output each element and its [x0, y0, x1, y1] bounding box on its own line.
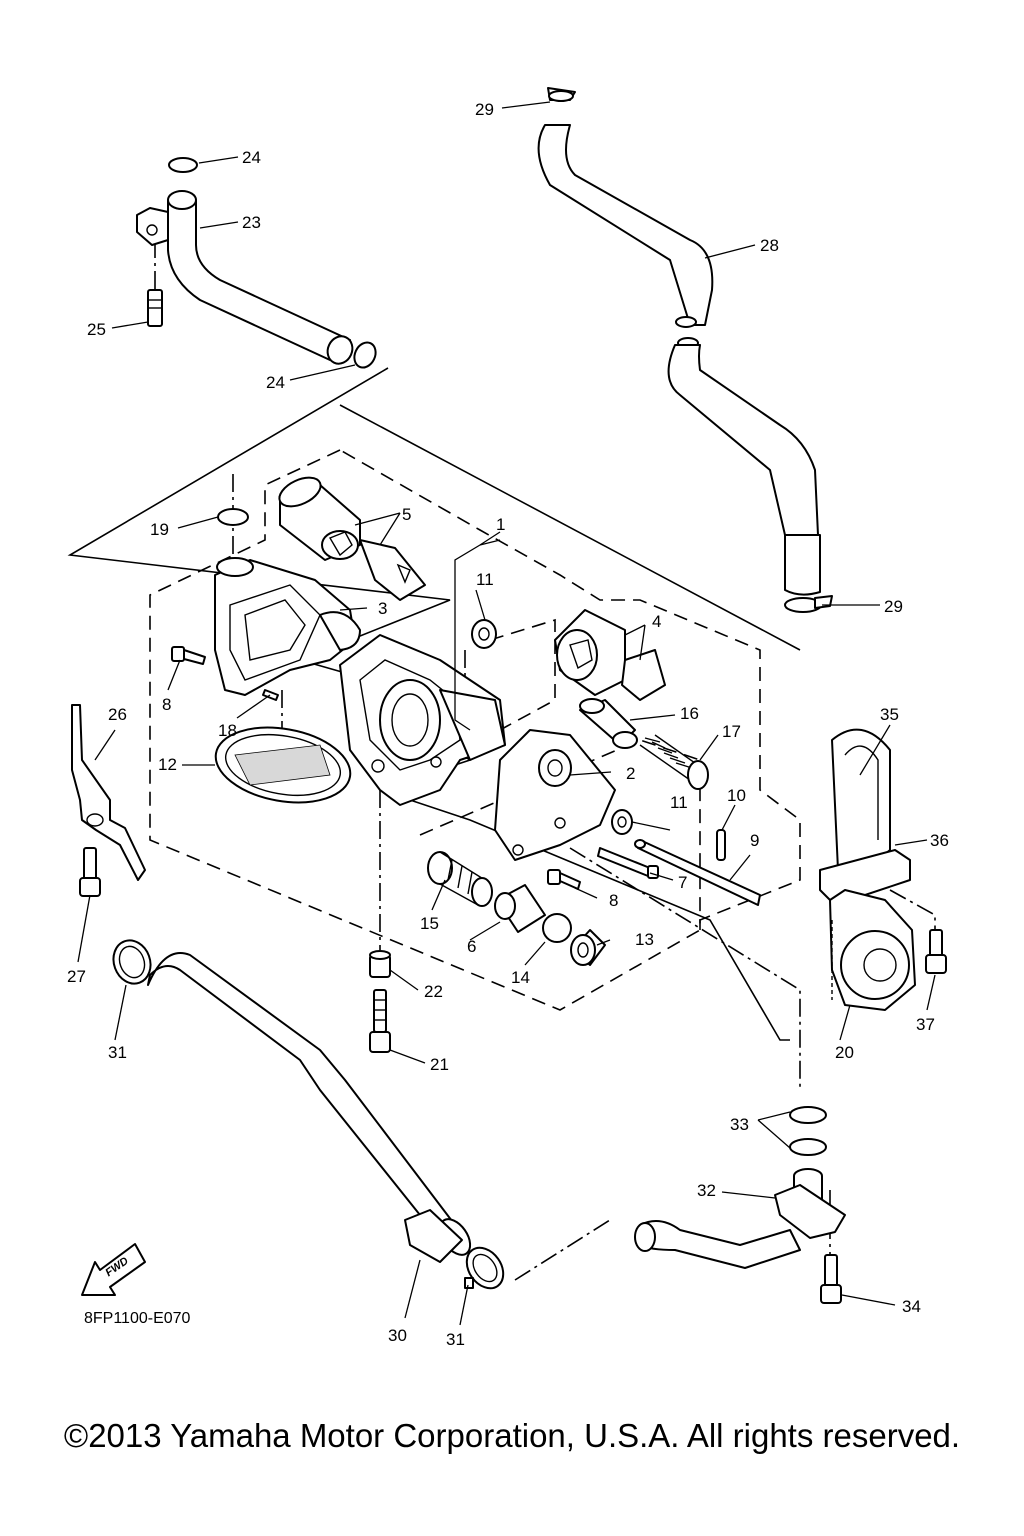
callout-8-left: 8 [162, 695, 171, 714]
callout-3: 3 [378, 599, 387, 618]
callout-15: 15 [420, 914, 439, 933]
oil-pump-exploded-diagram: FWD [67, 87, 949, 1349]
o-ring-33-bottom [789, 1138, 827, 1156]
pump-body [339, 634, 506, 806]
pipe-32 [634, 1168, 846, 1269]
sleeve-6 [494, 884, 546, 933]
callout-28: 28 [760, 236, 779, 255]
callout-4: 4 [652, 612, 661, 631]
callout-22: 22 [424, 982, 443, 1001]
spring-15 [427, 851, 493, 907]
dowel-18 [262, 689, 279, 701]
callout-34: 34 [902, 1297, 921, 1316]
callout-37: 37 [916, 1015, 935, 1034]
callout-14: 14 [511, 968, 530, 987]
pump-assembly-dashed-boundary [149, 449, 801, 1011]
callout-31-left: 31 [108, 1043, 127, 1062]
callout-29-bottom: 29 [884, 597, 903, 616]
callout-8-right: 8 [609, 891, 618, 910]
bolt-37 [925, 929, 947, 974]
nut-11-top [471, 619, 497, 649]
callout-36: 36 [930, 831, 949, 850]
bolt-8-right [547, 869, 581, 890]
callout-20: 20 [835, 1043, 854, 1062]
bolt-27 [79, 847, 101, 897]
callout-24-bottom: 24 [266, 373, 285, 392]
diagram-code: 8FP1100-E070 [84, 1310, 191, 1327]
spring-17 [639, 734, 709, 790]
callout-30: 30 [388, 1326, 407, 1345]
pipe-26 [71, 704, 146, 881]
callout-23: 23 [242, 213, 261, 232]
sprocket-20 [829, 889, 916, 1011]
hose-30 [147, 952, 472, 1263]
callout-33: 33 [730, 1115, 749, 1134]
clamp-31-bottom [464, 1246, 505, 1290]
callout-19: 19 [150, 520, 169, 539]
rotor-4 [554, 609, 666, 701]
copyright-notice: ©2013 Yamaha Motor Corporation, U.S.A. A… [63, 1417, 961, 1454]
callout-35: 35 [880, 705, 899, 724]
callouts: 1 2 3 4 5 6 7 8 8 9 10 11 11 12 13 14 15… [67, 100, 949, 1349]
callout-11-mid: 11 [670, 793, 688, 812]
callout-5: 5 [402, 505, 411, 524]
pump-cover-2 [494, 729, 616, 861]
nut-11-mid [611, 809, 633, 835]
callout-25: 25 [87, 320, 106, 339]
callout-10: 10 [727, 786, 746, 805]
outlet-pipe-23 [136, 157, 377, 369]
o-ring-24-top [168, 157, 198, 173]
callout-12: 12 [158, 755, 177, 774]
callout-16: 16 [680, 704, 699, 723]
callout-18: 18 [218, 721, 237, 740]
ball-14 [542, 913, 572, 943]
hose-28 [537, 87, 833, 613]
o-ring-33-top [789, 1106, 827, 1124]
chain-guide-36 [819, 728, 911, 906]
plug-13 [570, 929, 606, 966]
pump-cover-3 [214, 557, 361, 696]
callout-7: 7 [678, 873, 687, 892]
relief-valve-16 [579, 698, 638, 749]
callout-17: 17 [722, 722, 741, 741]
bolt-34 [820, 1254, 842, 1304]
strainer-12 [214, 726, 352, 804]
callout-11-top: 11 [476, 570, 494, 589]
clamp-31-left [112, 939, 152, 985]
callout-31-bottom: 31 [446, 1330, 465, 1349]
callout-6: 6 [467, 937, 476, 956]
callout-9: 9 [750, 831, 759, 850]
leader-lines [77, 101, 936, 1326]
callout-29-top: 29 [475, 100, 494, 119]
callout-2: 2 [626, 764, 635, 783]
callout-32: 32 [697, 1181, 716, 1200]
callout-26: 26 [108, 705, 127, 724]
shaft-9 [634, 839, 761, 906]
rotor-5 [278, 476, 426, 601]
callout-27: 27 [67, 967, 86, 986]
bolt-8-left [171, 646, 206, 665]
o-ring-24-bottom [353, 341, 377, 369]
callout-24-top: 24 [242, 148, 261, 167]
callout-13: 13 [635, 930, 654, 949]
callout-1: 1 [496, 515, 505, 534]
bolt-7 [597, 847, 659, 879]
callout-21: 21 [430, 1055, 449, 1074]
o-ring-19 [217, 508, 249, 526]
pin-10 [716, 829, 726, 861]
bolt-21 [369, 989, 391, 1053]
fwd-arrow-icon: FWD [81, 1243, 146, 1296]
